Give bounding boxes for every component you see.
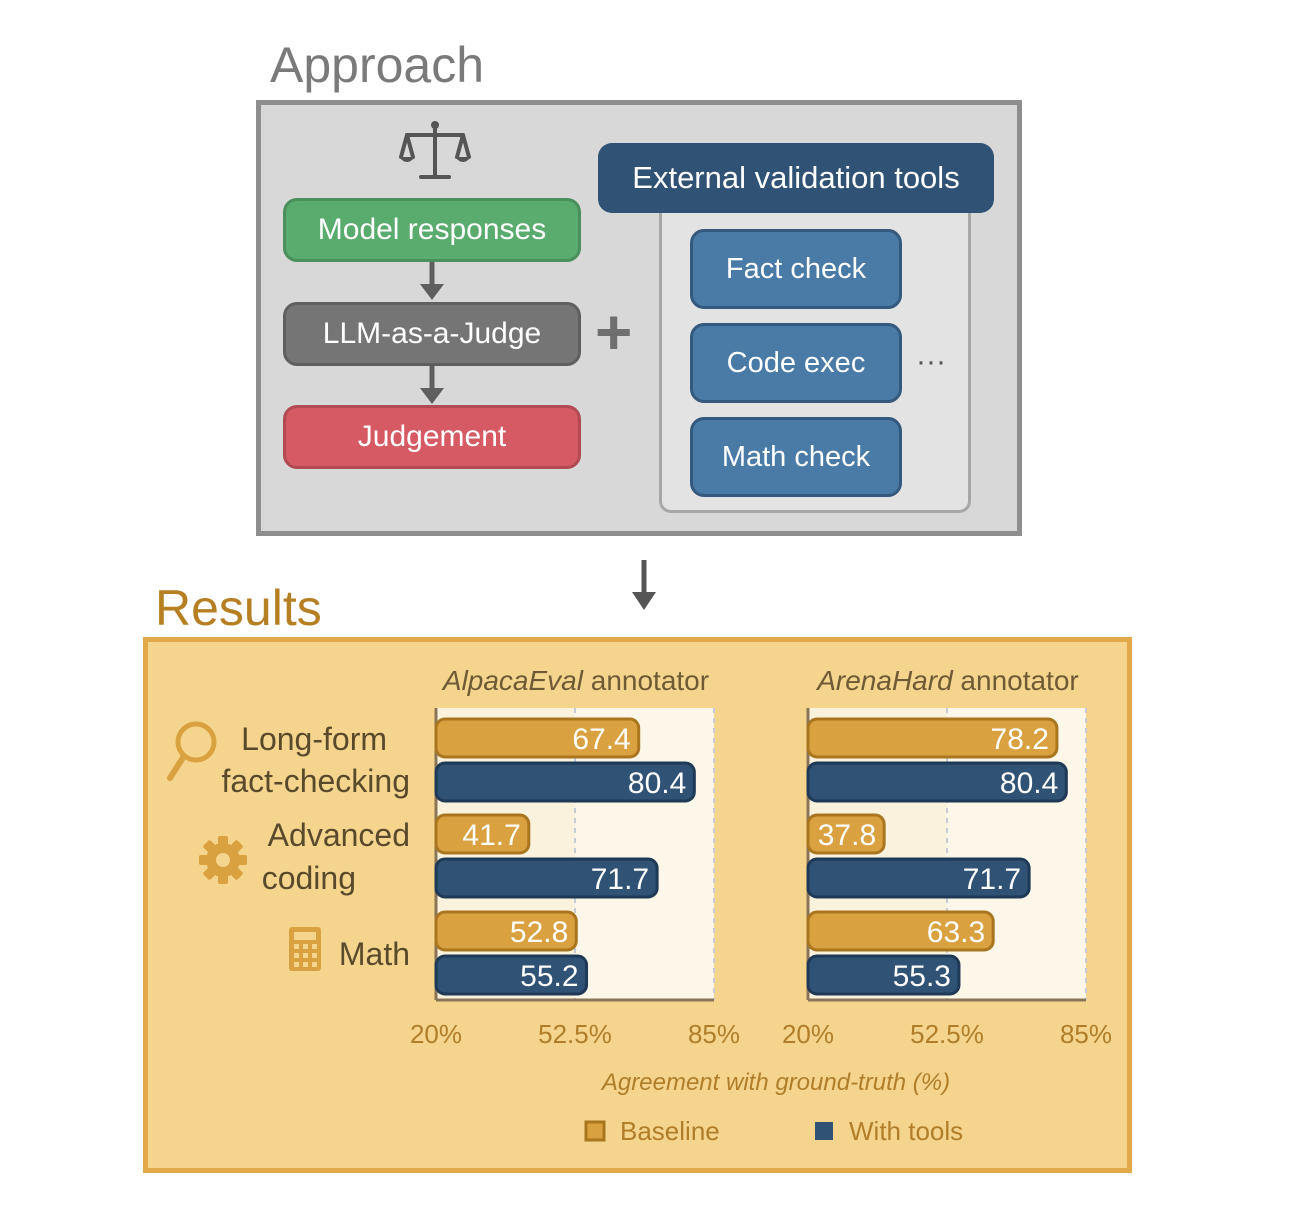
- judgement-label: Judgement: [357, 420, 507, 453]
- bar-value-label: 41.7: [462, 819, 520, 852]
- fact-check-label: Fact check: [725, 252, 867, 285]
- bar-value-label: 63.3: [927, 916, 985, 949]
- bar-with-tools: [434, 954, 589, 996]
- x-tick-label: 52.5%: [538, 1019, 612, 1049]
- chart-title-italic: ArenaHard: [815, 665, 954, 696]
- x-axis-label: Agreement with ground-truth (%): [600, 1069, 950, 1096]
- judgement-box: Judgement: [283, 405, 581, 469]
- bar-with-tools: [434, 857, 659, 899]
- x-tick-label: 52.5%: [910, 1019, 984, 1049]
- category-label-line: Advanced: [268, 817, 410, 853]
- scales-icon: [399, 121, 471, 179]
- plus-sign: +: [595, 296, 633, 368]
- bar-value-label: 78.2: [991, 723, 1049, 756]
- bar-value-label: 71.7: [963, 863, 1021, 896]
- legend-label-with-tools: With tools: [849, 1116, 963, 1146]
- chart-title-rest: annotator: [953, 665, 1079, 696]
- arrow-down-icon: [420, 366, 444, 404]
- tools-header-label: External validation tools: [632, 160, 960, 195]
- x-tick-label: 20%: [410, 1019, 462, 1049]
- math-check-label: Math check: [721, 440, 871, 473]
- bar-value-label: 71.7: [591, 863, 649, 896]
- x-tick-label: 85%: [1060, 1019, 1112, 1049]
- legend-label-baseline: Baseline: [620, 1116, 720, 1146]
- gear-icon: [199, 836, 247, 884]
- charts-layer: 67.4 41.7 52.8 80.4 71.7 55.2 20% 52.5% 85% 78.2 3…: [410, 708, 1112, 1049]
- bar-baseline: [806, 717, 1059, 759]
- bar-baseline: [806, 813, 886, 855]
- results-title: Results: [155, 580, 322, 636]
- llm-judge-label: LLM-as-a-Judge: [322, 317, 542, 350]
- code-exec-box: Code exec: [690, 323, 902, 403]
- chart-title-rest: annotator: [583, 665, 709, 696]
- calculator-icon: [289, 927, 321, 971]
- bar-baseline: [434, 910, 578, 952]
- bar-value-label: 67.4: [572, 723, 630, 756]
- bar-with-tools: [806, 954, 961, 996]
- magnifier-icon: [167, 721, 217, 781]
- legend-swatch-with-tools: [815, 1122, 833, 1140]
- bar-baseline: [434, 813, 531, 855]
- category-label-line: coding: [262, 860, 356, 896]
- model-responses-label: Model responses: [317, 213, 547, 246]
- bar-value-label: 52.8: [510, 916, 568, 949]
- llm-judge-box: LLM-as-a-Judge: [283, 302, 581, 366]
- chart-title-alpacaeval: AlpacaEval annotator: [441, 665, 709, 696]
- code-exec-label: Code exec: [726, 346, 866, 379]
- arrow-down-icon: [632, 560, 656, 610]
- tools-ellipsis: ···: [916, 345, 946, 378]
- tools-header: External validation tools: [598, 143, 994, 213]
- bar-value-label: 80.4: [628, 767, 686, 800]
- approach-panel: Model responses LLM-as-a-Judge Judgement…: [256, 100, 1022, 536]
- bar-value-label: 37.8: [818, 819, 876, 852]
- legend-swatch-baseline: [584, 1120, 606, 1142]
- category-label-line: Math: [339, 936, 410, 972]
- chart-title-italic: AlpacaEval: [441, 665, 584, 696]
- fact-check-box: Fact check: [690, 229, 902, 309]
- bar-value-label: 80.4: [1000, 767, 1058, 800]
- bar-value-label: 55.3: [893, 960, 951, 993]
- chart-title-arenahard: ArenaHard annotator: [815, 665, 1079, 696]
- category-label-line: Long-form: [241, 721, 387, 757]
- bar-baseline: [806, 910, 995, 952]
- math-check-box: Math check: [690, 417, 902, 497]
- bar-with-tools: [806, 761, 1068, 803]
- arrow-down-icon: [420, 262, 444, 300]
- category-label-line: fact-checking: [221, 763, 410, 799]
- bar-with-tools: [434, 761, 696, 803]
- approach-title: Approach: [270, 37, 485, 93]
- bar-baseline: [434, 717, 641, 759]
- x-tick-label: 85%: [688, 1019, 740, 1049]
- legend: Baseline With tools: [584, 1116, 963, 1146]
- bar-with-tools: [806, 857, 1031, 899]
- x-tick-label: 20%: [782, 1019, 834, 1049]
- bar-value-label: 55.2: [520, 960, 578, 993]
- model-responses-box: Model responses: [283, 198, 581, 262]
